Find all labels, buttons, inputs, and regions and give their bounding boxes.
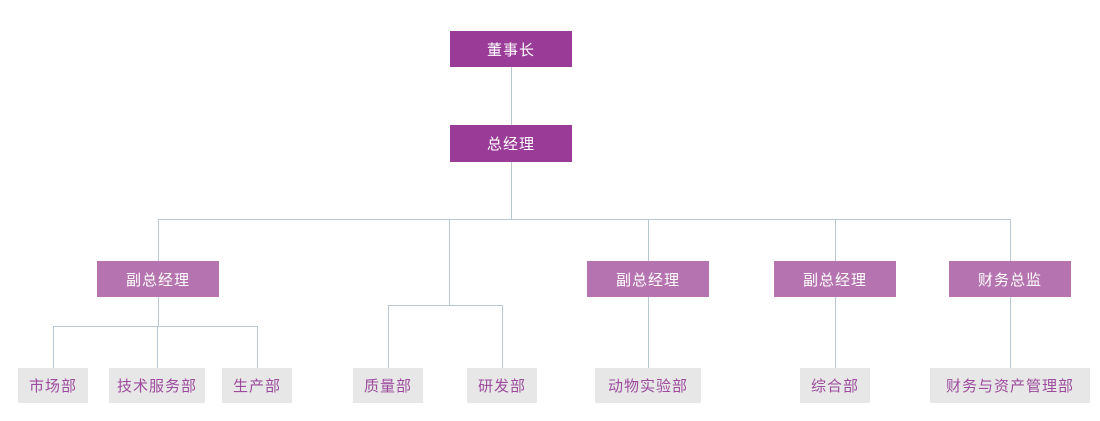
connector-line-vertical-18 bbox=[1010, 297, 1011, 368]
connector-line-vertical-9 bbox=[388, 305, 389, 368]
org-node-production-dept: 生产部 bbox=[222, 368, 292, 403]
connector-line-vertical-14 bbox=[157, 326, 158, 368]
connector-line-vertical-15 bbox=[257, 326, 258, 368]
connector-line-vertical-10 bbox=[502, 305, 503, 368]
org-node-quality-dept: 质量部 bbox=[353, 368, 423, 403]
org-node-finance-asset-dept: 财务与资产管理部 bbox=[930, 368, 1090, 403]
org-node-general-manager: 总经理 bbox=[450, 125, 572, 162]
org-node-deputy-gm-1: 副总经理 bbox=[97, 261, 219, 297]
connector-line-vertical-0 bbox=[511, 67, 512, 125]
connector-line-horizontal-12 bbox=[53, 326, 257, 327]
org-node-chairman: 董事长 bbox=[450, 31, 572, 67]
org-node-marketing-dept: 市场部 bbox=[18, 368, 88, 403]
connector-line-vertical-5 bbox=[648, 219, 649, 261]
org-node-animal-lab-dept: 动物实验部 bbox=[595, 368, 701, 403]
connector-line-vertical-16 bbox=[648, 297, 649, 368]
org-node-deputy-gm-3: 副总经理 bbox=[774, 261, 896, 297]
org-node-finance-director: 财务总监 bbox=[949, 261, 1071, 297]
connector-line-vertical-4 bbox=[449, 219, 450, 305]
connector-line-horizontal-8 bbox=[388, 305, 502, 306]
org-node-rnd-dept: 研发部 bbox=[467, 368, 537, 403]
connector-line-vertical-17 bbox=[835, 297, 836, 368]
connector-line-vertical-7 bbox=[1010, 219, 1011, 261]
connector-line-vertical-3 bbox=[158, 219, 159, 261]
org-node-general-affairs-dept: 综合部 bbox=[800, 368, 870, 403]
connector-line-vertical-11 bbox=[158, 297, 159, 326]
org-node-deputy-gm-2: 副总经理 bbox=[587, 261, 709, 297]
connector-line-vertical-13 bbox=[53, 326, 54, 368]
connector-line-horizontal-2 bbox=[158, 219, 1010, 220]
connector-line-vertical-1 bbox=[511, 162, 512, 219]
org-node-tech-service-dept: 技术服务部 bbox=[109, 368, 205, 403]
connector-line-vertical-6 bbox=[835, 219, 836, 261]
